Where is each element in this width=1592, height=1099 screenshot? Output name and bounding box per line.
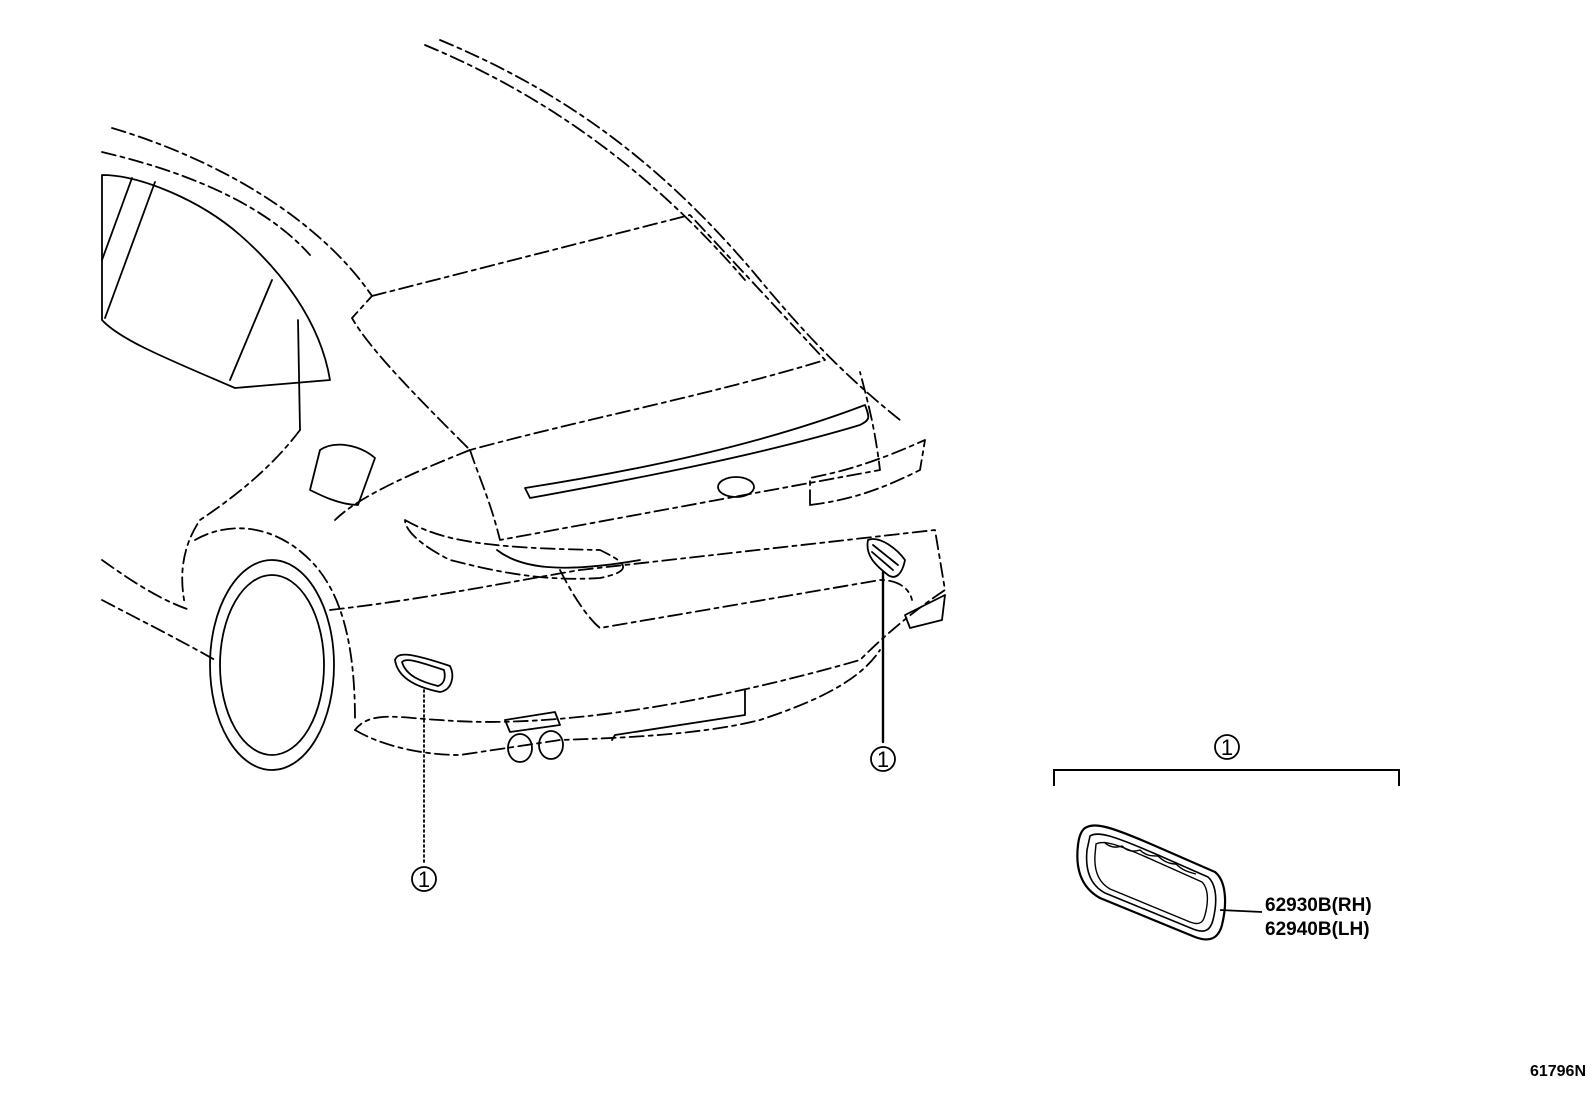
svg-text:62930B(RH): 62930B(RH): [1265, 895, 1372, 916]
svg-text:1: 1: [418, 867, 430, 892]
part-leader-line: [1219, 909, 1263, 913]
part-number-rh: 62930B(RH): [1265, 895, 1372, 916]
group-label: 1: [1214, 734, 1240, 760]
part-number-lh: 62940B(LH): [1265, 919, 1370, 940]
reflector-part-icon: [1076, 824, 1227, 941]
svg-text:1: 1: [877, 747, 889, 772]
callout-marker-rh: 1: [870, 746, 896, 772]
svg-text:62940B(LH): 62940B(LH): [1265, 919, 1370, 940]
callout-marker-lh: 1: [411, 866, 437, 892]
group-bracket: [1053, 769, 1400, 786]
car-rear-illustration: [101, 39, 946, 863]
diagram-id: 61796N: [1530, 1063, 1586, 1080]
svg-text:1: 1: [1221, 735, 1233, 760]
